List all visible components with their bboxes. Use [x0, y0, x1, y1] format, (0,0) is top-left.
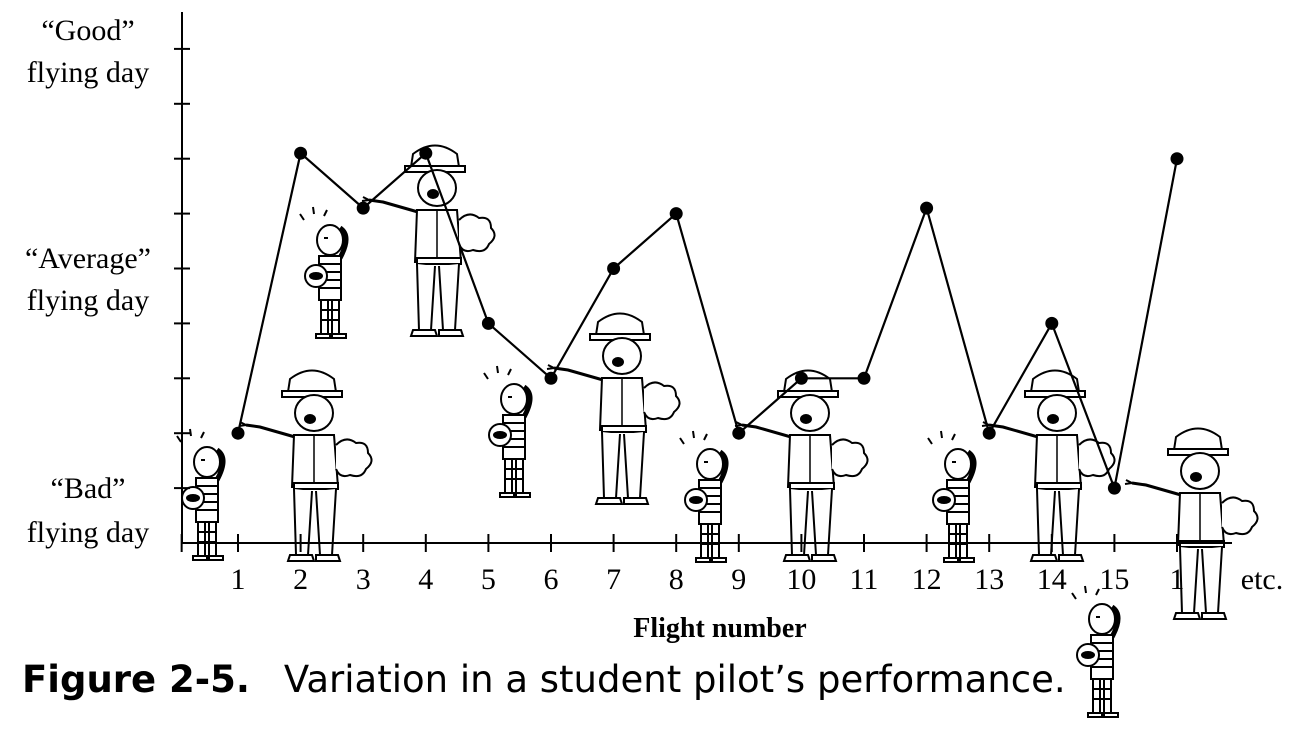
x-tick-label: 1 [1170, 563, 1185, 596]
x-axis-title: Flight number [633, 613, 806, 644]
data-point [857, 371, 871, 385]
x-tick-label: 11 [850, 563, 879, 596]
data-point [1045, 316, 1059, 330]
x-tick-label: 3 [356, 563, 371, 596]
x-tick-label: 6 [544, 563, 559, 596]
y-level-label-average: “Average”flying day [25, 242, 151, 317]
data-point [669, 207, 683, 221]
student-pilot-illustration [300, 207, 346, 338]
x-tick-label: etc. [1241, 563, 1283, 596]
x-tick-label: 1 [231, 563, 246, 596]
data-point [920, 201, 934, 215]
figure-caption: Figure 2-5. Variation in a student pilot’… [22, 658, 1066, 701]
instructor-illustration [237, 369, 374, 563]
student-pilot-illustration [1072, 586, 1118, 717]
data-point [982, 426, 996, 440]
data-point [544, 371, 558, 385]
data-point [231, 426, 245, 440]
figure-caption-text: Variation in a student pilot’s performan… [283, 658, 1066, 701]
data-point [794, 371, 808, 385]
x-tick-label: 8 [669, 563, 684, 596]
data-point [294, 146, 308, 160]
data-point [1170, 152, 1184, 166]
data-point [481, 316, 495, 330]
student-pilot-illustration [177, 429, 223, 560]
data-series [231, 146, 1184, 495]
x-tick-label: 7 [606, 563, 621, 596]
instructor-illustration [733, 369, 870, 563]
data-point [356, 201, 370, 215]
y-level-label-bad: “Bad”flying day [27, 472, 149, 549]
instructor-illustration [360, 144, 497, 338]
data-point [1107, 481, 1121, 495]
figure-number: Figure 2-5. [22, 658, 250, 701]
x-tick-label: 13 [974, 563, 1004, 596]
x-tick-label: 9 [731, 563, 746, 596]
x-tick-label: 15 [1099, 563, 1129, 596]
x-tick-label: 10 [786, 563, 816, 596]
x-tick-label: 12 [912, 563, 942, 596]
data-point [732, 426, 746, 440]
chart-axes [174, 12, 1232, 552]
x-tick-label: 14 [1037, 563, 1067, 596]
data-point [419, 146, 433, 160]
y-level-label-good: “Good”flying day [27, 14, 149, 89]
instructor-illustration [980, 369, 1117, 563]
instructor-illustration [1123, 427, 1260, 621]
x-tick-label: 2 [293, 563, 308, 596]
student-pilot-illustration [484, 366, 530, 497]
x-tick-label: 5 [481, 563, 496, 596]
instructor-illustration [545, 312, 682, 506]
x-tick-label: 4 [418, 563, 433, 596]
data-point [607, 262, 621, 275]
series-line [236, 151, 1179, 493]
